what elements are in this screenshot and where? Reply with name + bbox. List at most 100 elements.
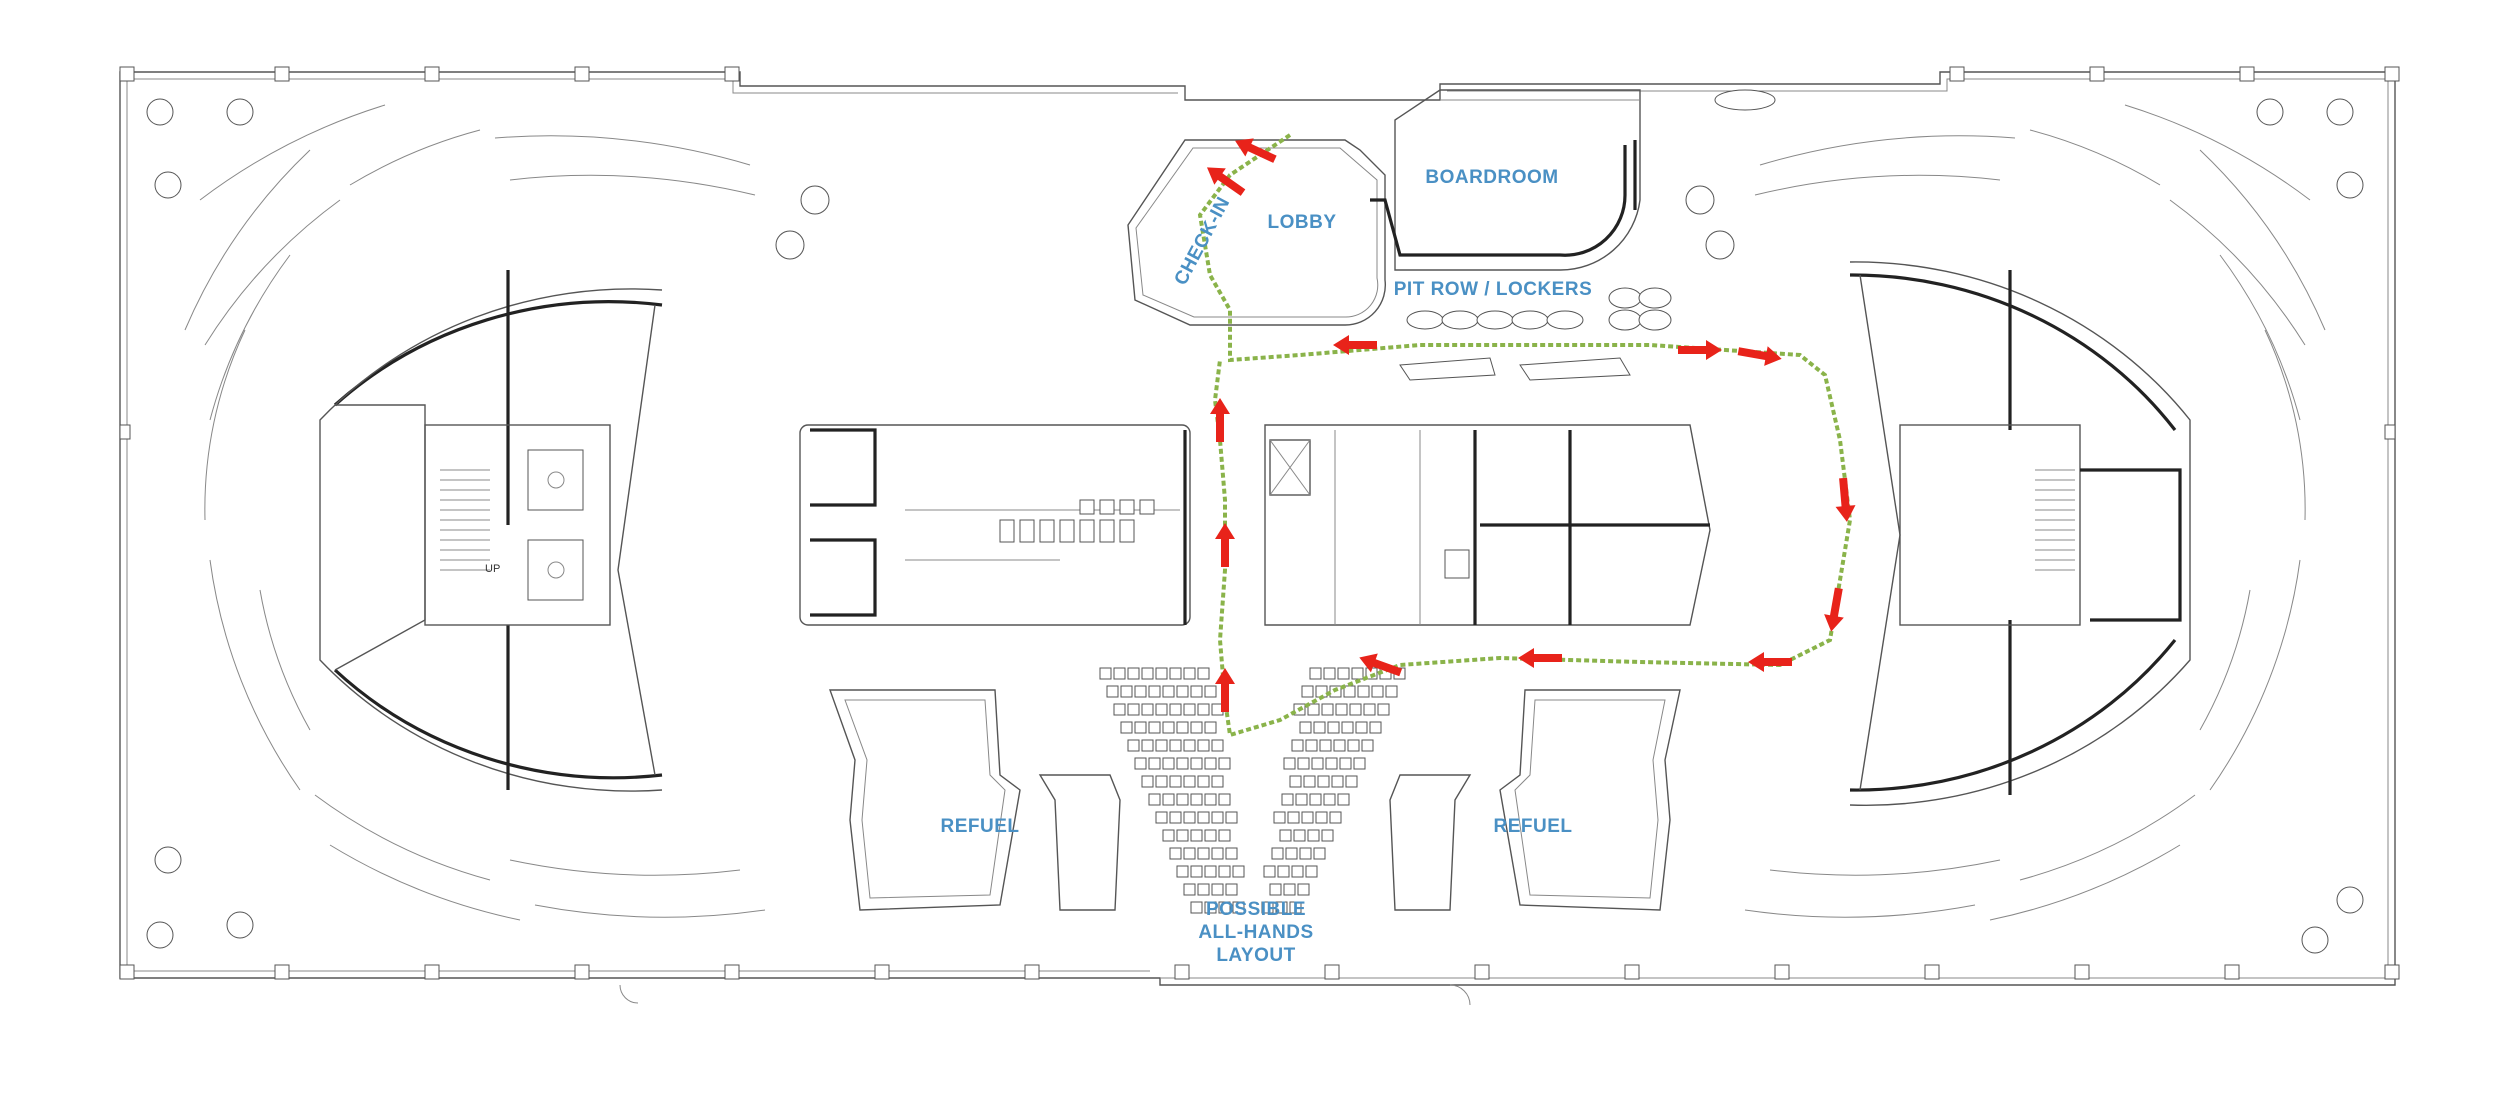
seat bbox=[1293, 829, 1306, 842]
seat bbox=[1275, 901, 1288, 914]
seat bbox=[1361, 739, 1374, 752]
seat bbox=[1176, 721, 1189, 734]
seat bbox=[1169, 847, 1182, 860]
seat bbox=[1197, 775, 1210, 788]
pit-row-fixtures bbox=[1399, 287, 1672, 381]
seat bbox=[1317, 775, 1330, 788]
seat bbox=[1218, 865, 1231, 878]
seat bbox=[1197, 739, 1210, 752]
all-hands-seating bbox=[1099, 667, 1406, 914]
seat bbox=[1232, 901, 1245, 914]
seat bbox=[1329, 811, 1342, 824]
seat bbox=[1211, 775, 1224, 788]
seat bbox=[1263, 865, 1276, 878]
seat bbox=[1113, 703, 1126, 716]
seat bbox=[1337, 793, 1350, 806]
room-labels: LOBBY CHECK-IN BOARDROOM PIT ROW / LOCKE… bbox=[941, 167, 1593, 966]
seat bbox=[1313, 847, 1326, 860]
seat bbox=[1155, 667, 1168, 680]
route-arrow bbox=[1678, 340, 1722, 360]
seat bbox=[1183, 811, 1196, 824]
seat bbox=[1204, 721, 1217, 734]
seat bbox=[1106, 685, 1119, 698]
route-arrow bbox=[1737, 346, 1782, 366]
seat bbox=[1127, 739, 1140, 752]
all-hands-label-line-3: LAYOUT bbox=[1216, 945, 1295, 966]
seat bbox=[1287, 811, 1300, 824]
seat bbox=[1349, 703, 1362, 716]
seat bbox=[1323, 793, 1336, 806]
seat bbox=[1120, 721, 1133, 734]
seat bbox=[1285, 847, 1298, 860]
pit-row-label: PIT ROW / LOCKERS bbox=[1394, 279, 1593, 300]
seat bbox=[1303, 775, 1316, 788]
seat bbox=[1176, 757, 1189, 770]
seat bbox=[1190, 901, 1203, 914]
seat bbox=[1099, 667, 1112, 680]
route-arrow bbox=[1210, 398, 1230, 442]
seat bbox=[1155, 703, 1168, 716]
route-arrows bbox=[1206, 138, 1856, 712]
seat bbox=[1363, 703, 1376, 716]
seat bbox=[1134, 721, 1147, 734]
seat bbox=[1162, 757, 1175, 770]
seat bbox=[1169, 739, 1182, 752]
seat bbox=[1148, 685, 1161, 698]
seat bbox=[1134, 685, 1147, 698]
seat bbox=[1351, 667, 1364, 680]
seat bbox=[1183, 667, 1196, 680]
seat bbox=[1335, 703, 1348, 716]
seat bbox=[1283, 757, 1296, 770]
right-pod bbox=[1849, 261, 2191, 806]
seat bbox=[1225, 811, 1238, 824]
seat bbox=[1309, 793, 1322, 806]
seat bbox=[1291, 739, 1304, 752]
seat bbox=[1134, 757, 1147, 770]
route-path bbox=[1197, 133, 1853, 738]
check-in-label: CHECK-IN bbox=[1170, 193, 1234, 288]
seat bbox=[1169, 667, 1182, 680]
seat bbox=[1204, 865, 1217, 878]
seat bbox=[1169, 775, 1182, 788]
seat bbox=[1169, 811, 1182, 824]
seat bbox=[1183, 775, 1196, 788]
seat bbox=[1218, 829, 1231, 842]
seat bbox=[1113, 667, 1126, 680]
seat bbox=[1190, 685, 1203, 698]
seat bbox=[1301, 685, 1314, 698]
seat bbox=[1148, 793, 1161, 806]
seat bbox=[1289, 775, 1302, 788]
seat bbox=[1141, 739, 1154, 752]
seat bbox=[1162, 721, 1175, 734]
seat bbox=[1155, 811, 1168, 824]
seat bbox=[1353, 757, 1366, 770]
lobby-label: LOBBY bbox=[1268, 212, 1337, 233]
office-core bbox=[1264, 424, 1711, 626]
seat bbox=[1323, 667, 1336, 680]
seat bbox=[1190, 865, 1203, 878]
seat bbox=[1141, 667, 1154, 680]
seat bbox=[1261, 901, 1274, 914]
seat bbox=[1291, 865, 1304, 878]
seat bbox=[1281, 793, 1294, 806]
seat bbox=[1176, 685, 1189, 698]
seat bbox=[1337, 667, 1350, 680]
seat bbox=[1295, 793, 1308, 806]
seat bbox=[1211, 847, 1224, 860]
seat bbox=[1327, 721, 1340, 734]
all-hands-label-line-1: POSSIBLE bbox=[1206, 899, 1306, 920]
seat bbox=[1169, 703, 1182, 716]
refuel-right-room bbox=[1389, 689, 1681, 911]
seat bbox=[1204, 757, 1217, 770]
restroom-core bbox=[799, 424, 1191, 626]
seat bbox=[1225, 847, 1238, 860]
seat bbox=[1277, 865, 1290, 878]
refuel-left-label: REFUEL bbox=[941, 816, 1020, 837]
seat bbox=[1321, 703, 1334, 716]
seat bbox=[1218, 757, 1231, 770]
seat bbox=[1279, 829, 1292, 842]
seat bbox=[1331, 775, 1344, 788]
seat bbox=[1321, 829, 1334, 842]
seat bbox=[1325, 757, 1338, 770]
